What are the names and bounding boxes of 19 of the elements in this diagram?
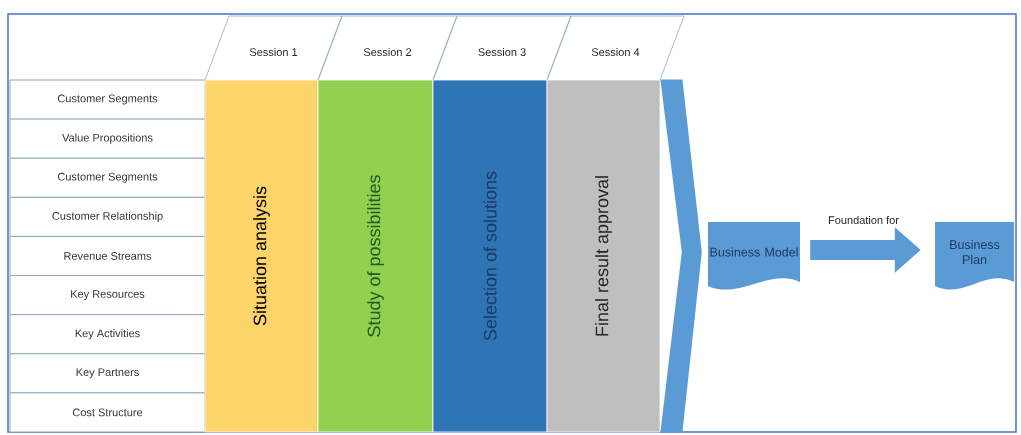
phase-column: Study of possibilities [317,79,434,433]
phase-column: Selection of solutions [432,79,548,433]
session-header: Session 1 [204,15,343,81]
row-box: Customer Relationship [9,196,206,237]
row-box: Customer Segments [9,157,206,198]
row-box: Customer Segments [9,79,206,120]
session-header: Session 2 [317,15,458,81]
session-header: Session 3 [432,15,572,81]
phase-column: Final result approval [546,79,661,433]
row-box: Cost Structure [9,392,206,433]
chevron-arrow [660,79,702,433]
edge-label: Foundation for [828,215,899,225]
row-box: Key Partners [9,353,206,394]
session-header: Session 4 [546,15,685,81]
row-box: Key Activities [9,314,206,355]
row-box: Revenue Streams [9,235,206,277]
phase-column: Situation analysis [204,79,319,433]
row-box: Value Propositions [9,118,206,159]
row-box: Key Resources [9,275,206,316]
